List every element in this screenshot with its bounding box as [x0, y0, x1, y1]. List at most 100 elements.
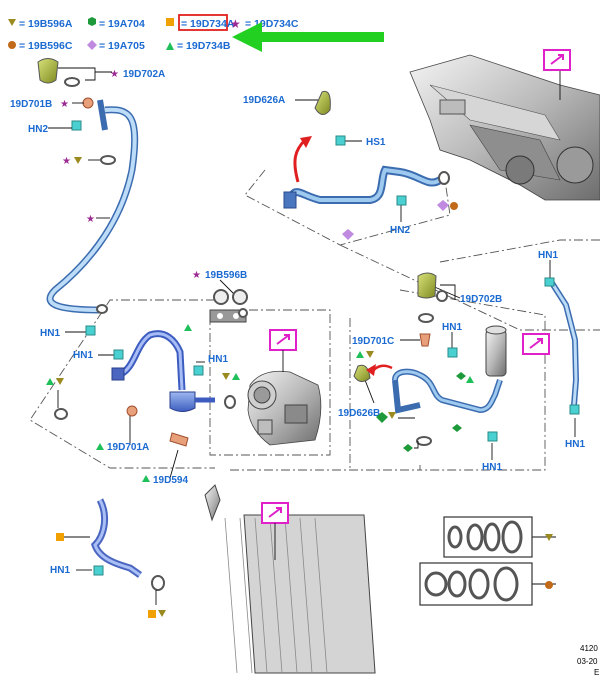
o-ring-19D701A: [126, 405, 138, 417]
legend-item-19D734A: = 19D734A: [166, 14, 235, 31]
triangle-down-icon: [74, 157, 82, 164]
triangle-down-icon: [158, 610, 166, 617]
square-icon: [148, 610, 156, 618]
view-detail-icon[interactable]: [543, 49, 571, 71]
triangle-down-icon: [388, 412, 396, 419]
callout-19D701C: 19D701C: [352, 336, 394, 347]
callout-19D701A: 19D701A: [107, 442, 149, 453]
triangle-up-icon: [356, 351, 364, 358]
footer-ref-1: 4120: [580, 644, 598, 653]
callout-19D701B: 19D701B: [10, 99, 52, 110]
legend-code-19B596C: = 19B596C: [19, 40, 73, 52]
group-outlines: [29, 169, 600, 471]
o-ring-19D701C: [419, 333, 431, 347]
view-detail-icon[interactable]: [261, 502, 289, 524]
diamond-icon: [437, 200, 449, 211]
legend-code-19B596A: = 19B596A: [19, 18, 73, 30]
triangle-down-icon: [366, 351, 374, 358]
nut-HN2-left: [71, 120, 82, 131]
pointer-arrow-icon: [232, 22, 384, 52]
fitting-19D626A: [314, 90, 331, 115]
nut-HN1-c: [193, 365, 204, 376]
left-suction-pipe: [46, 99, 139, 314]
gasket-19B596B: [209, 289, 248, 323]
callout-HN1-c: HN1: [208, 354, 228, 365]
callout-19D702B: 19D702B: [460, 294, 502, 305]
footer-ref-2: 03-20: [577, 657, 598, 666]
nut-HN2-mid: [396, 195, 407, 206]
callout-HN1-e: HN1: [482, 462, 502, 473]
legend-item-19B596C: = 19B596C: [8, 40, 73, 52]
fitting-19D626B: [353, 364, 371, 382]
legend-item-19D734B: = 19D734B: [166, 40, 231, 52]
hexagon-icon: [376, 412, 388, 423]
view-detail-icon[interactable]: [522, 333, 550, 355]
gasket-lower-left: [96, 304, 108, 314]
star-icon: ★: [86, 214, 95, 225]
callout-19D626A: 19D626A: [243, 95, 285, 106]
legend: = 19B596A = 19A704 = 19D734A ★ = 19D734C…: [8, 14, 384, 52]
callout-HN1-right: HN1: [538, 250, 558, 261]
callout-19B596B: 19B596B: [205, 270, 247, 281]
legend-code-19D734B: = 19D734B: [177, 40, 231, 52]
o-ring-kit-19B596C: [419, 562, 553, 606]
triangle-up-icon: [184, 324, 192, 331]
o-ring-kit-19B596A: [443, 516, 553, 558]
triangle-up-icon: [96, 443, 104, 450]
legend-item-19A705: = 19A705: [87, 40, 145, 52]
legend-item-19D734C: ★ = 19D734C: [230, 17, 299, 31]
triangle-up-icon: [232, 373, 240, 380]
star-icon: ★: [110, 69, 119, 80]
callout-19D626B: 19D626B: [338, 408, 380, 419]
nut-HN1-e: [487, 431, 498, 442]
callout-HN1-d: HN1: [442, 322, 462, 333]
hexagon-icon: [456, 372, 466, 380]
compressor-hose: [111, 330, 215, 412]
compressor: [247, 370, 322, 446]
square-icon: [56, 533, 64, 541]
legend-code-19A705: = 19A705: [99, 40, 145, 52]
callout-19D702A: 19D702A: [123, 69, 165, 80]
circle-icon: [450, 202, 458, 210]
bottom-left-pipe: [90, 498, 143, 578]
triangle-down-icon: [56, 378, 64, 385]
callout-HN1-f: HN1: [50, 565, 70, 576]
gasket-compressor: [224, 395, 236, 409]
hvac-unit: [409, 54, 600, 201]
fitting-19D702A: [37, 58, 80, 87]
valve-19D594: [169, 432, 189, 447]
footer-ref-3: E: [594, 668, 599, 677]
legend-item-19A704: = 19A704: [88, 17, 145, 30]
fitting-19D702B: [417, 272, 437, 299]
nut-HN1-b: [113, 349, 124, 360]
triangle-up-icon: [46, 378, 54, 385]
callout-HN2-mid: HN2: [390, 225, 410, 236]
star-icon: ★: [60, 99, 69, 110]
diamond-icon: [342, 229, 354, 240]
red-arrow-icon: [293, 138, 307, 183]
top-center-pipe: [283, 165, 450, 209]
triangle-up-icon: [466, 376, 474, 383]
star-icon: ★: [62, 156, 71, 167]
gasket-left-lower: [54, 408, 68, 420]
liquid-line: [392, 368, 503, 414]
callout-HN2-left: HN2: [28, 124, 48, 135]
legend-code-19D734A: = 19D734A: [181, 18, 235, 30]
nut-HN1-d: [447, 347, 458, 358]
callout-HN1-b: HN1: [73, 350, 93, 361]
triangle-down-icon: [222, 373, 230, 380]
view-detail-icon[interactable]: [269, 329, 297, 351]
condenser: [204, 484, 376, 674]
fitting-HS1: [335, 135, 346, 146]
right-vertical-pipe: [544, 277, 580, 415]
legend-item-19B596A: = 19B596A: [8, 18, 73, 30]
receiver-drier: [485, 325, 507, 377]
o-ring-19D701B: [82, 97, 94, 109]
star-icon: ★: [192, 270, 201, 281]
star-icon: ★: [230, 17, 241, 31]
nut-HN1-a: [85, 325, 96, 336]
callout-HN1-a: HN1: [40, 328, 60, 339]
hexagon-icon: [403, 444, 413, 452]
